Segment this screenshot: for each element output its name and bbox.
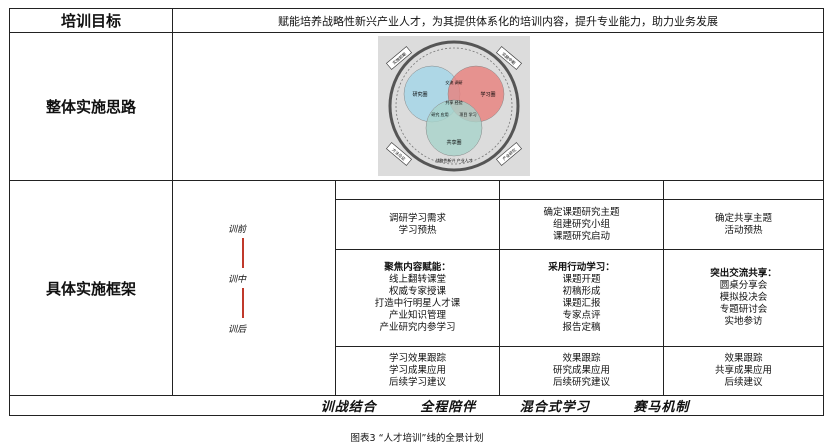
phase-column: 训前 训中 训后 xyxy=(172,180,336,396)
study-label: 学习圈 xyxy=(480,91,495,98)
footer-item: 全程陪伴 xyxy=(420,400,477,415)
post-col1: 学习效果跟踪 学习成果应用 后续学习建议 xyxy=(335,345,500,397)
phase-post: 训后 xyxy=(228,325,247,335)
approach-label: 整体实施思路 xyxy=(9,32,173,181)
venn-diagram: 研究圈 学习圈 共享圈 交流 调研 共享 经验 研究 应用 项目 学习 实施前期… xyxy=(378,35,530,176)
phase-pre: 训前 xyxy=(228,225,247,235)
training-plan-table: 培训目标 赋能培养战略性新兴产业人才，为其提供体系化的培训内容，提升专业能力，助… xyxy=(9,8,824,416)
framework-label: 具体实施框架 xyxy=(9,180,173,396)
mid-col1: 聚焦内容赋能： 线上翻转课堂 权威专家授课 打造中行明星人才课 产业知识管理 产… xyxy=(335,248,500,347)
phase-connector-2 xyxy=(242,288,244,318)
footer-item: 混合式学习 xyxy=(519,400,590,415)
phase-mid: 训中 xyxy=(228,275,247,285)
research-label: 研究圈 xyxy=(412,91,427,98)
overlap-research-study: 交流 调研 xyxy=(445,79,462,85)
share-circle xyxy=(425,99,483,156)
footer-item: 赛马机制 xyxy=(633,400,690,415)
empty-cell xyxy=(663,179,824,201)
figure-caption: 图表3 “人才培训”线的全景计划 xyxy=(350,433,484,444)
goal-label: 培训目标 xyxy=(9,8,173,33)
overlap-center: 共享 经验 xyxy=(445,99,462,105)
pre-col3: 确定共享主题 活动预热 xyxy=(663,199,824,250)
post-col3: 效果跟踪 共享成果应用 后续建议 xyxy=(663,345,824,397)
mid-col3: 突出交流共享： 圆桌分享会 模拟投决会 专题研讨会 实地参访 xyxy=(663,248,824,347)
mid-col2: 采用行动学习： 课题开题 初稿形成 课题汇报 专家点评 报告定稿 xyxy=(499,248,664,347)
pre-col1: 调研学习需求 学习预热 xyxy=(335,199,500,250)
approach-diagram-cell: 研究圈 学习圈 共享圈 交流 调研 共享 经验 研究 应用 项目 学习 实施前期… xyxy=(172,32,824,181)
share-label: 共享圈 xyxy=(446,139,461,146)
pre-col2: 确定课题研究主题 组建研究小组 课题研究启动 xyxy=(499,199,664,250)
overlap-study-share: 项目 学习 xyxy=(459,111,476,117)
phase-connector-1 xyxy=(242,238,244,268)
ring-tag-bl xyxy=(386,141,412,166)
bottom-text: 战略性新兴 产业人才 xyxy=(435,157,472,163)
overlap-research-share: 研究 应用 xyxy=(431,111,448,117)
inner-ring xyxy=(395,47,513,164)
goal-text: 赋能培养战略性新兴产业人才，为其提供体系化的培训内容，提升专业能力，助力业务发展 xyxy=(172,8,824,33)
ring-tag-br xyxy=(496,141,522,166)
ring-tag-tl xyxy=(386,45,412,70)
footer-row: 训战结合 全程陪伴 混合式学习 赛马机制 xyxy=(9,395,824,416)
ring-tag-tr xyxy=(496,45,522,70)
empty-cell xyxy=(499,179,664,201)
empty-cell xyxy=(335,179,500,201)
outer-ring xyxy=(388,40,520,171)
post-col2: 效果跟踪 研究成果应用 后续研究建议 xyxy=(499,345,664,397)
footer-item: 训战结合 xyxy=(320,400,377,415)
